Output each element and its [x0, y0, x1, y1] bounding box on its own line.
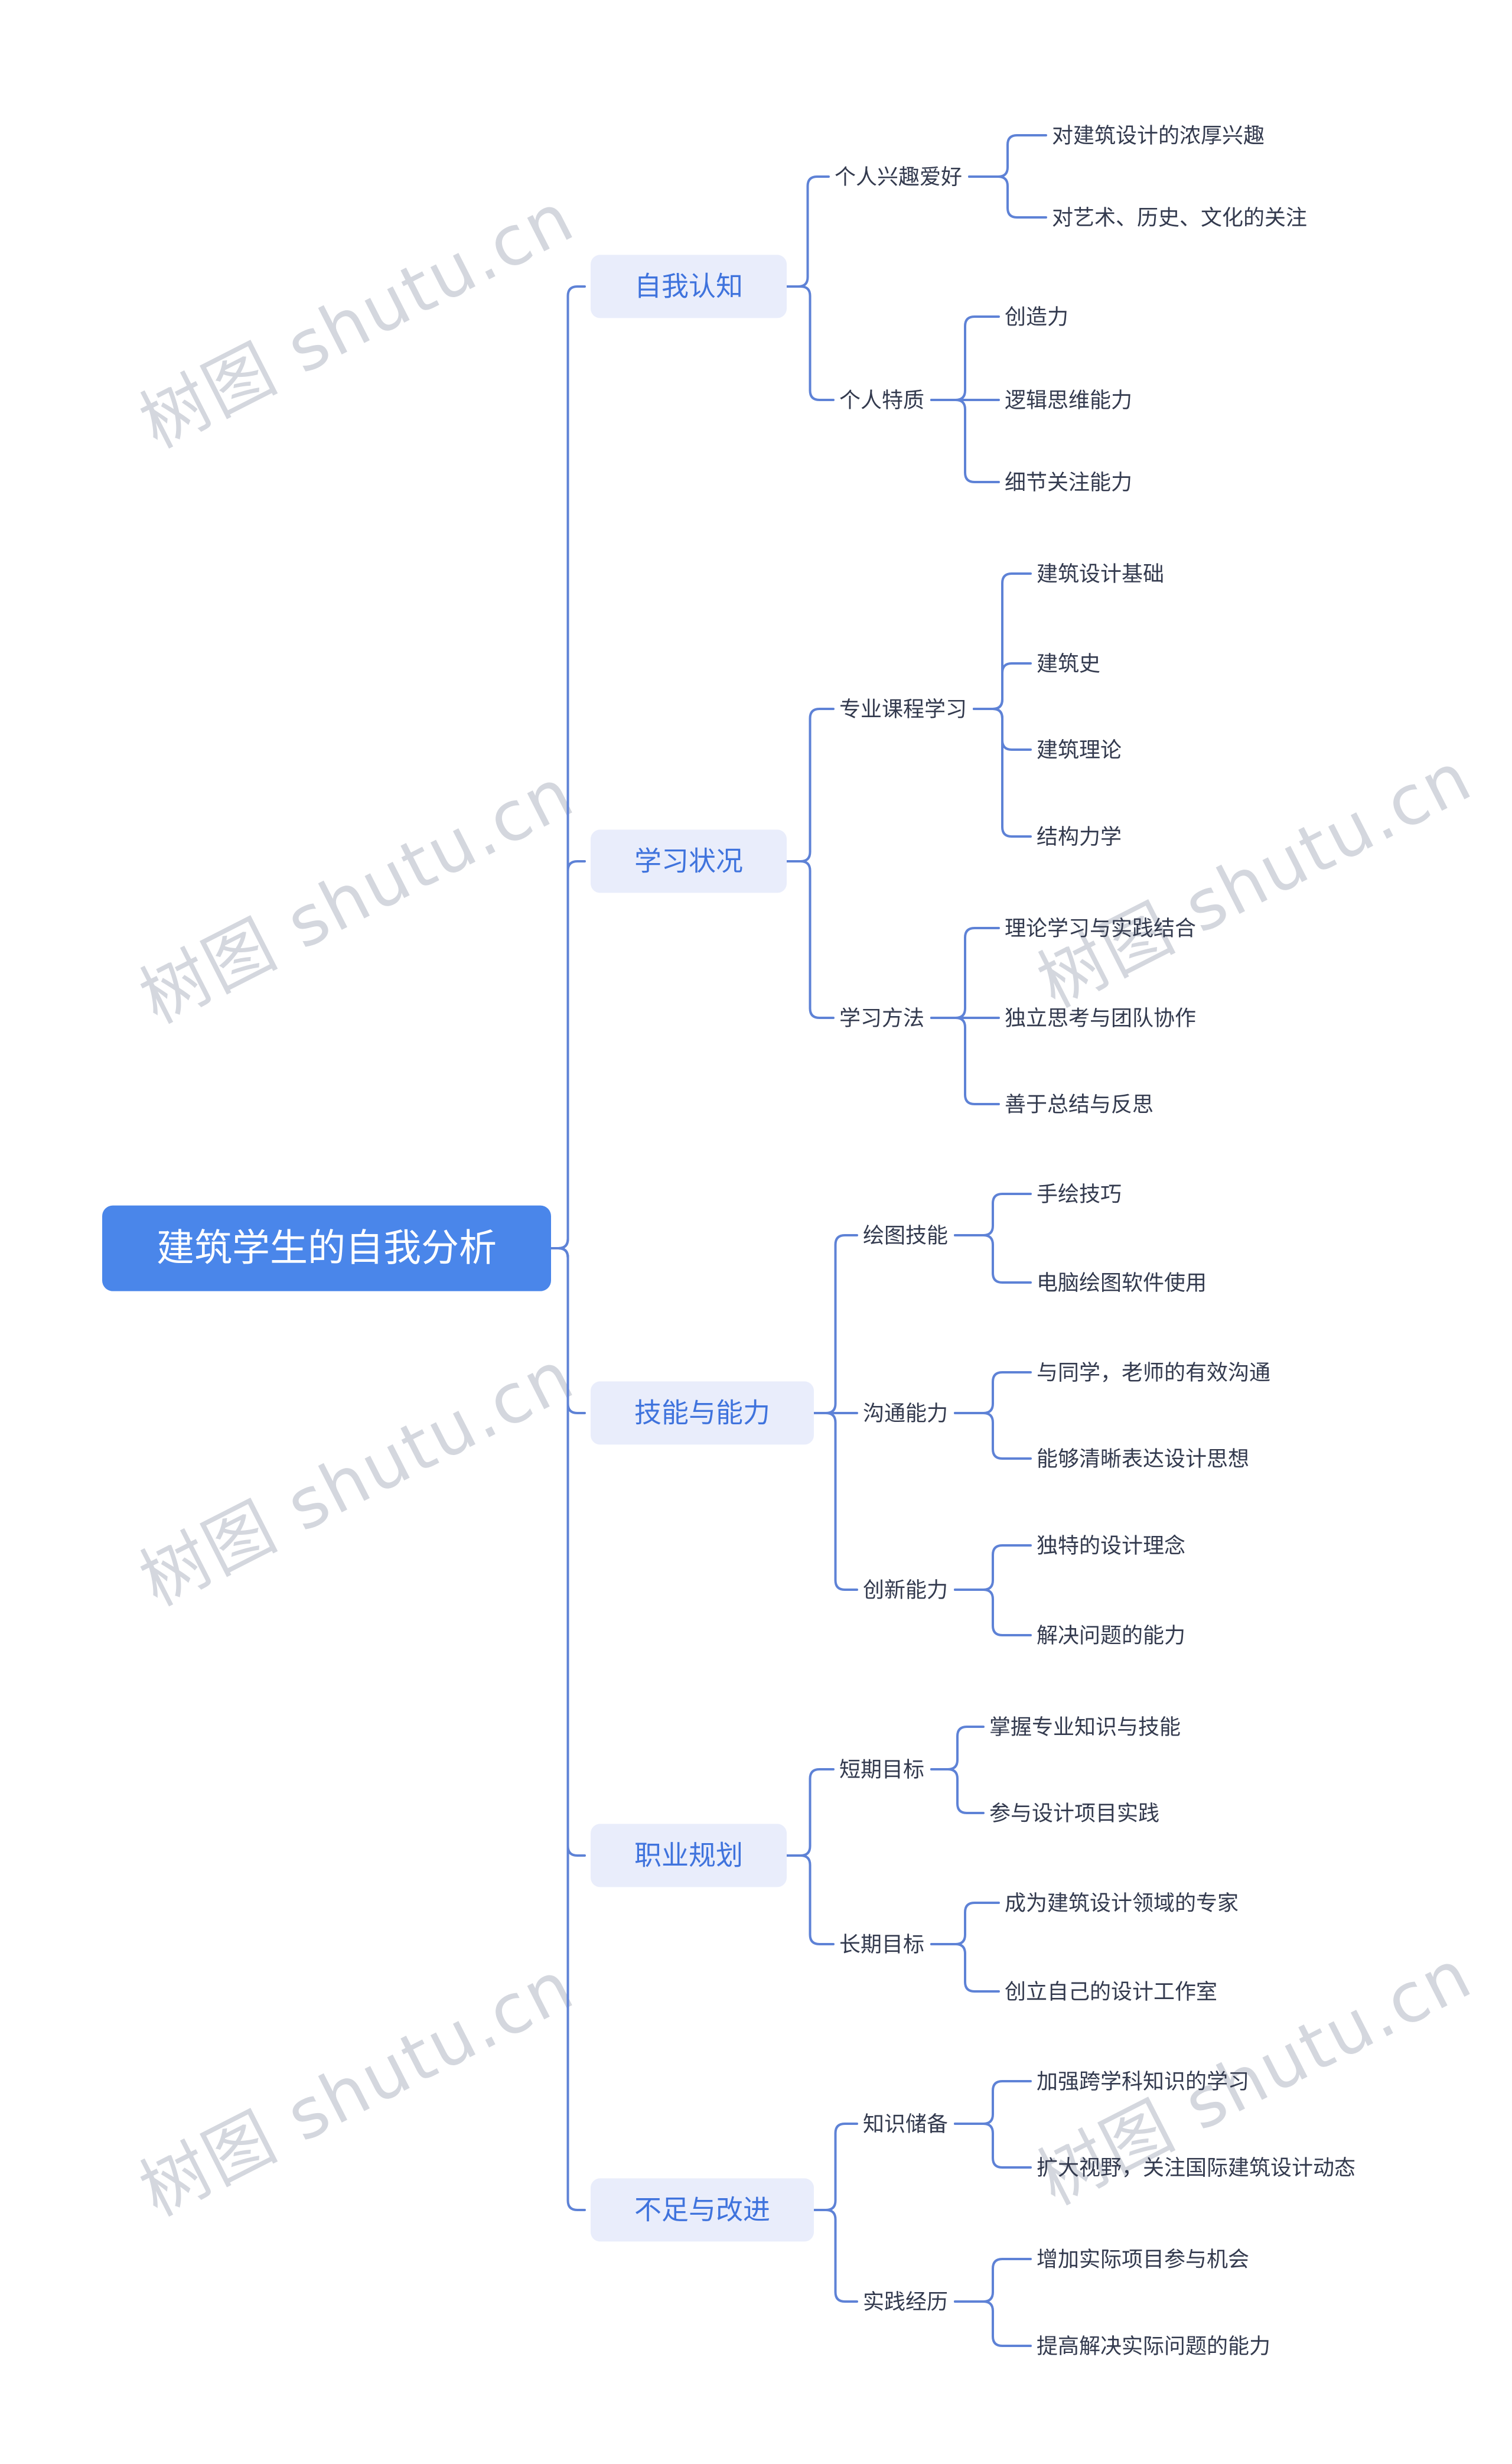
mindmap-topic-node[interactable]: 实践经历	[863, 2289, 949, 2314]
mindmap-subtopic-node[interactable]: 成为建筑设计领域的专家	[1005, 1890, 1239, 1915]
mindmap-subtopic-node[interactable]: 加强跨学科知识的学习	[1037, 2069, 1250, 2094]
mindmap-topic-node[interactable]: 知识储备	[863, 2111, 949, 2136]
mindmap-topic-node[interactable]: 创新能力	[863, 1577, 949, 1602]
mindmap-subtopic-node[interactable]: 建筑史	[1037, 651, 1101, 676]
mindmap-branch-node[interactable]: 不足与改进	[591, 2178, 814, 2242]
mindmap-subtopic-node[interactable]: 逻辑思维能力	[1005, 388, 1133, 412]
mindmap-subtopic-node[interactable]: 增加实际项目参与机会	[1037, 2247, 1250, 2271]
mindmap-topic-node[interactable]: 学习方法	[839, 1005, 925, 1030]
mindmap-branch-node[interactable]: 自我认知	[591, 255, 787, 318]
mindmap-subtopic-node[interactable]: 创立自己的设计工作室	[1005, 1979, 1218, 2004]
mindmap-subtopic-node[interactable]: 电脑绘图软件使用	[1037, 1270, 1207, 1295]
mindmap-branch-node[interactable]: 技能与能力	[591, 1381, 814, 1445]
mindmap-subtopic-node[interactable]: 掌握专业知识与技能	[989, 1714, 1181, 1739]
mindmap-subtopic-node[interactable]: 手绘技巧	[1037, 1181, 1122, 1206]
mindmap-topic-node[interactable]: 短期目标	[839, 1757, 925, 1782]
mindmap-subtopic-node[interactable]: 对艺术、历史、文化的关注	[1052, 205, 1308, 230]
mindmap-subtopic-node[interactable]: 解决问题的能力	[1037, 1623, 1186, 1648]
mindmap-subtopic-node[interactable]: 细节关注能力	[1005, 470, 1133, 494]
mindmap-subtopic-node[interactable]: 创造力	[1005, 304, 1069, 329]
mindmap-root-node[interactable]: 建筑学生的自我分析	[102, 1205, 551, 1291]
mindmap-topic-node[interactable]: 个人特质	[839, 388, 925, 412]
mindmap-subtopic-node[interactable]: 与同学，老师的有效沟通	[1037, 1360, 1271, 1385]
mindmap-subtopic-node[interactable]: 对建筑设计的浓厚兴趣	[1052, 123, 1265, 148]
mindmap-topic-node[interactable]: 绘图技能	[863, 1223, 949, 1248]
mindmap-subtopic-node[interactable]: 参与设计项目实践	[989, 1801, 1160, 1825]
mindmap-subtopic-node[interactable]: 扩大视野，关注国际建筑设计动态	[1037, 2155, 1356, 2180]
mindmap-topic-node[interactable]: 个人兴趣爱好	[835, 164, 963, 189]
mindmap-topic-node[interactable]: 专业课程学习	[839, 696, 967, 721]
mindmap-subtopic-node[interactable]: 结构力学	[1037, 824, 1122, 849]
mindmap-subtopic-node[interactable]: 建筑理论	[1037, 737, 1122, 762]
mindmap-subtopic-node[interactable]: 理论学习与实践结合	[1005, 916, 1197, 940]
mindmap-subtopic-node[interactable]: 独立思考与团队协作	[1005, 1005, 1197, 1030]
mindmap-subtopic-node[interactable]: 善于总结与反思	[1005, 1092, 1154, 1117]
mindmap-topic-node[interactable]: 沟通能力	[863, 1401, 949, 1425]
mindmap-branch-node[interactable]: 学习状况	[591, 829, 787, 893]
mindmap-subtopic-node[interactable]: 建筑设计基础	[1037, 561, 1165, 586]
mindmap-subtopic-node[interactable]: 能够清晰表达设计思想	[1037, 1446, 1250, 1471]
mindmap-subtopic-node[interactable]: 独特的设计理念	[1037, 1533, 1186, 1558]
mindmap-subtopic-node[interactable]: 提高解决实际问题的能力	[1037, 2333, 1271, 2358]
mindmap-branch-node[interactable]: 职业规划	[591, 1824, 787, 1887]
mindmap-topic-node[interactable]: 长期目标	[839, 1932, 925, 1957]
